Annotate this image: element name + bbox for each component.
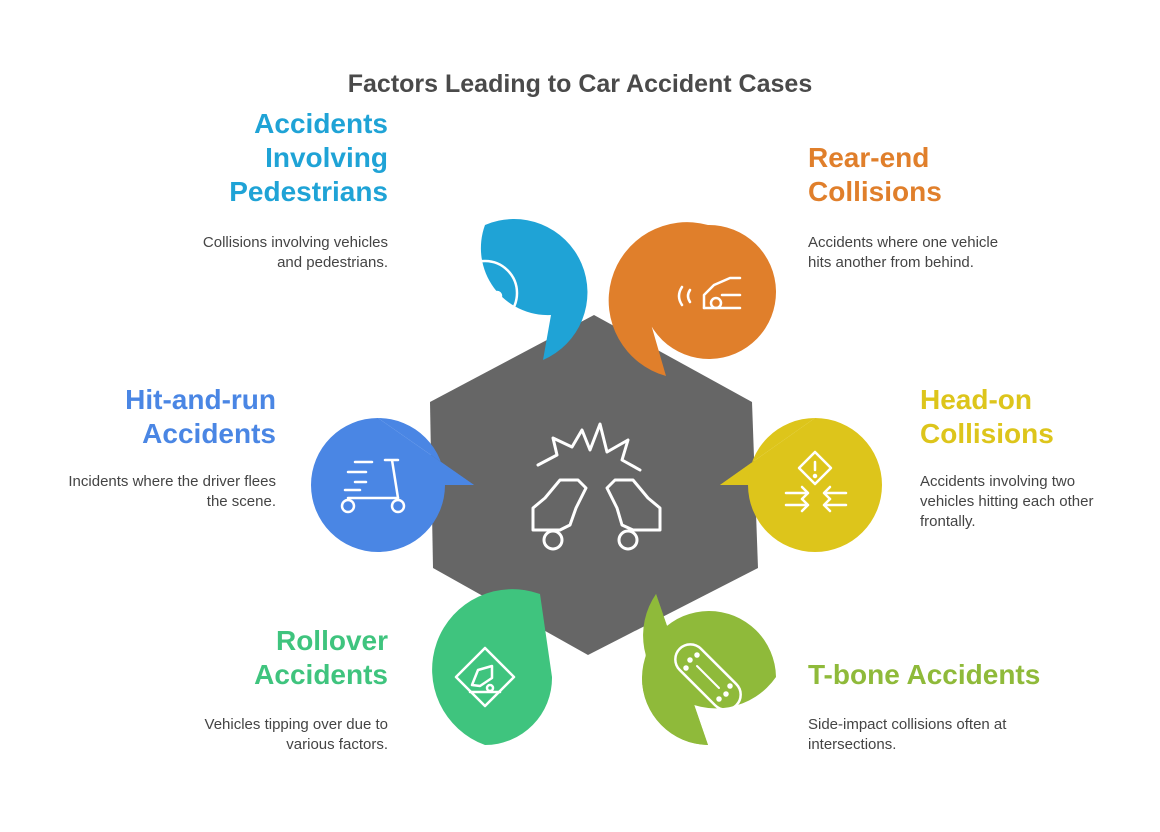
description-line: Incidents where the driver flees [68, 473, 276, 490]
factor-description-rollover: Vehicles tipping over due to various fac… [130, 715, 388, 755]
description-line: various factors. [286, 736, 388, 753]
heading-line: Rear-end [808, 142, 930, 173]
car-crash-icon [531, 422, 662, 551]
description-line: Accidents where one vehicle [808, 234, 999, 251]
description-line: vehicles hitting each other [920, 493, 1094, 510]
factor-description-rear-end: Accidents where one vehicle hits another… [808, 233, 1108, 273]
factor-description-t-bone: Side-impact collisions often at intersec… [808, 715, 1128, 755]
description-line: and pedestrians. [277, 254, 388, 271]
pin-t-bone [642, 594, 776, 745]
heading-line: Accidents [142, 418, 276, 449]
heading-line: Accidents [254, 659, 388, 690]
pin-pedestrians [480, 219, 588, 360]
pin-head-on [720, 418, 882, 552]
description-line: Side-impact collisions often at [808, 716, 1007, 733]
description-line: intersections. [808, 736, 897, 753]
pin-hit-and-run [311, 418, 474, 552]
diagram-title: Factors Leading to Car Accident Cases [347, 70, 813, 98]
description-line: Accidents involving two [920, 473, 1076, 490]
scooter-icon [340, 458, 406, 514]
description-line: Vehicles tipping over due to [204, 716, 388, 733]
factor-heading-hit-and-run: Hit-and-run Accidents [20, 383, 276, 451]
heading-line: Collisions [808, 176, 942, 207]
heading-line: Hit-and-run [125, 384, 276, 415]
heading-line: Head-on [920, 384, 1032, 415]
heading-line: T-bone Accidents [808, 659, 1041, 690]
heading-line: Pedestrians [229, 176, 388, 207]
factor-description-pedestrians: Collisions involving vehicles and pedest… [130, 233, 388, 273]
no-pedestrian-icon [451, 259, 519, 327]
center-hexagon [430, 315, 758, 655]
description-line: hits another from behind. [808, 254, 974, 271]
heading-line: Rollover [275, 625, 388, 656]
factor-heading-rear-end: Rear-end Collisions [808, 141, 1108, 209]
bandage-icon [674, 643, 742, 711]
head-on-warning-icon [784, 450, 848, 513]
factor-heading-head-on: Head-on Collisions [920, 383, 1140, 451]
car-sensor-icon [677, 276, 742, 310]
heading-line: Involving [265, 142, 388, 173]
factor-heading-t-bone: T-bone Accidents [808, 658, 1128, 692]
heading-line: Accidents [254, 108, 388, 139]
factor-description-hit-and-run: Incidents where the driver flees the sce… [20, 472, 276, 512]
description-line: the scene. [206, 493, 276, 510]
pin-rear-end [608, 222, 777, 376]
factor-description-head-on: Accidents involving two vehicles hitting… [920, 472, 1140, 532]
heading-line: Collisions [920, 418, 1054, 449]
description-line: frontally. [920, 513, 976, 530]
rollover-sign-icon [454, 646, 516, 708]
factor-heading-pedestrians: Accidents Involving Pedestrians [130, 107, 388, 209]
description-line: Collisions involving vehicles [202, 234, 388, 251]
factor-heading-rollover: Rollover Accidents [130, 624, 388, 692]
